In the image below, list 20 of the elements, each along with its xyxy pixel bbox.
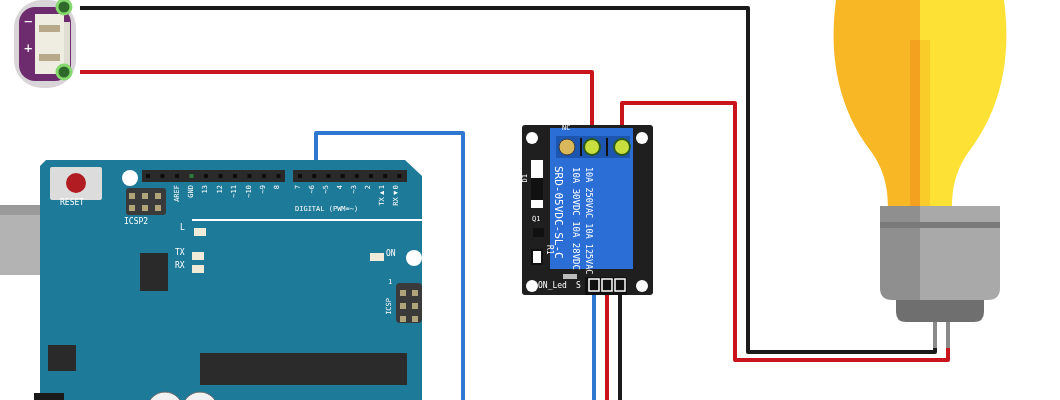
relay-marking: 10A 250VAC 10A 125VAC [584, 167, 594, 275]
wire [314, 131, 465, 400]
led-label: TX [175, 249, 185, 258]
header-label: ICSP2 [124, 218, 149, 227]
button-label: RESET [60, 199, 85, 208]
wire [592, 295, 596, 400]
polarity-sign: − [24, 14, 33, 30]
led-label: L [180, 224, 185, 233]
component-label: R1 [544, 245, 553, 255]
led-label: ON [386, 250, 396, 259]
wire [620, 101, 950, 362]
wire [80, 6, 937, 354]
wire [605, 295, 609, 400]
polarity-sign: + [24, 41, 33, 57]
wire [618, 295, 622, 400]
wire [80, 70, 594, 125]
led-label: RX [175, 262, 185, 271]
pin-label: S [576, 282, 581, 291]
led-label: ON_Led [538, 282, 567, 291]
relay-marking: 10A 30VDC 10A 28VDC [570, 167, 580, 270]
